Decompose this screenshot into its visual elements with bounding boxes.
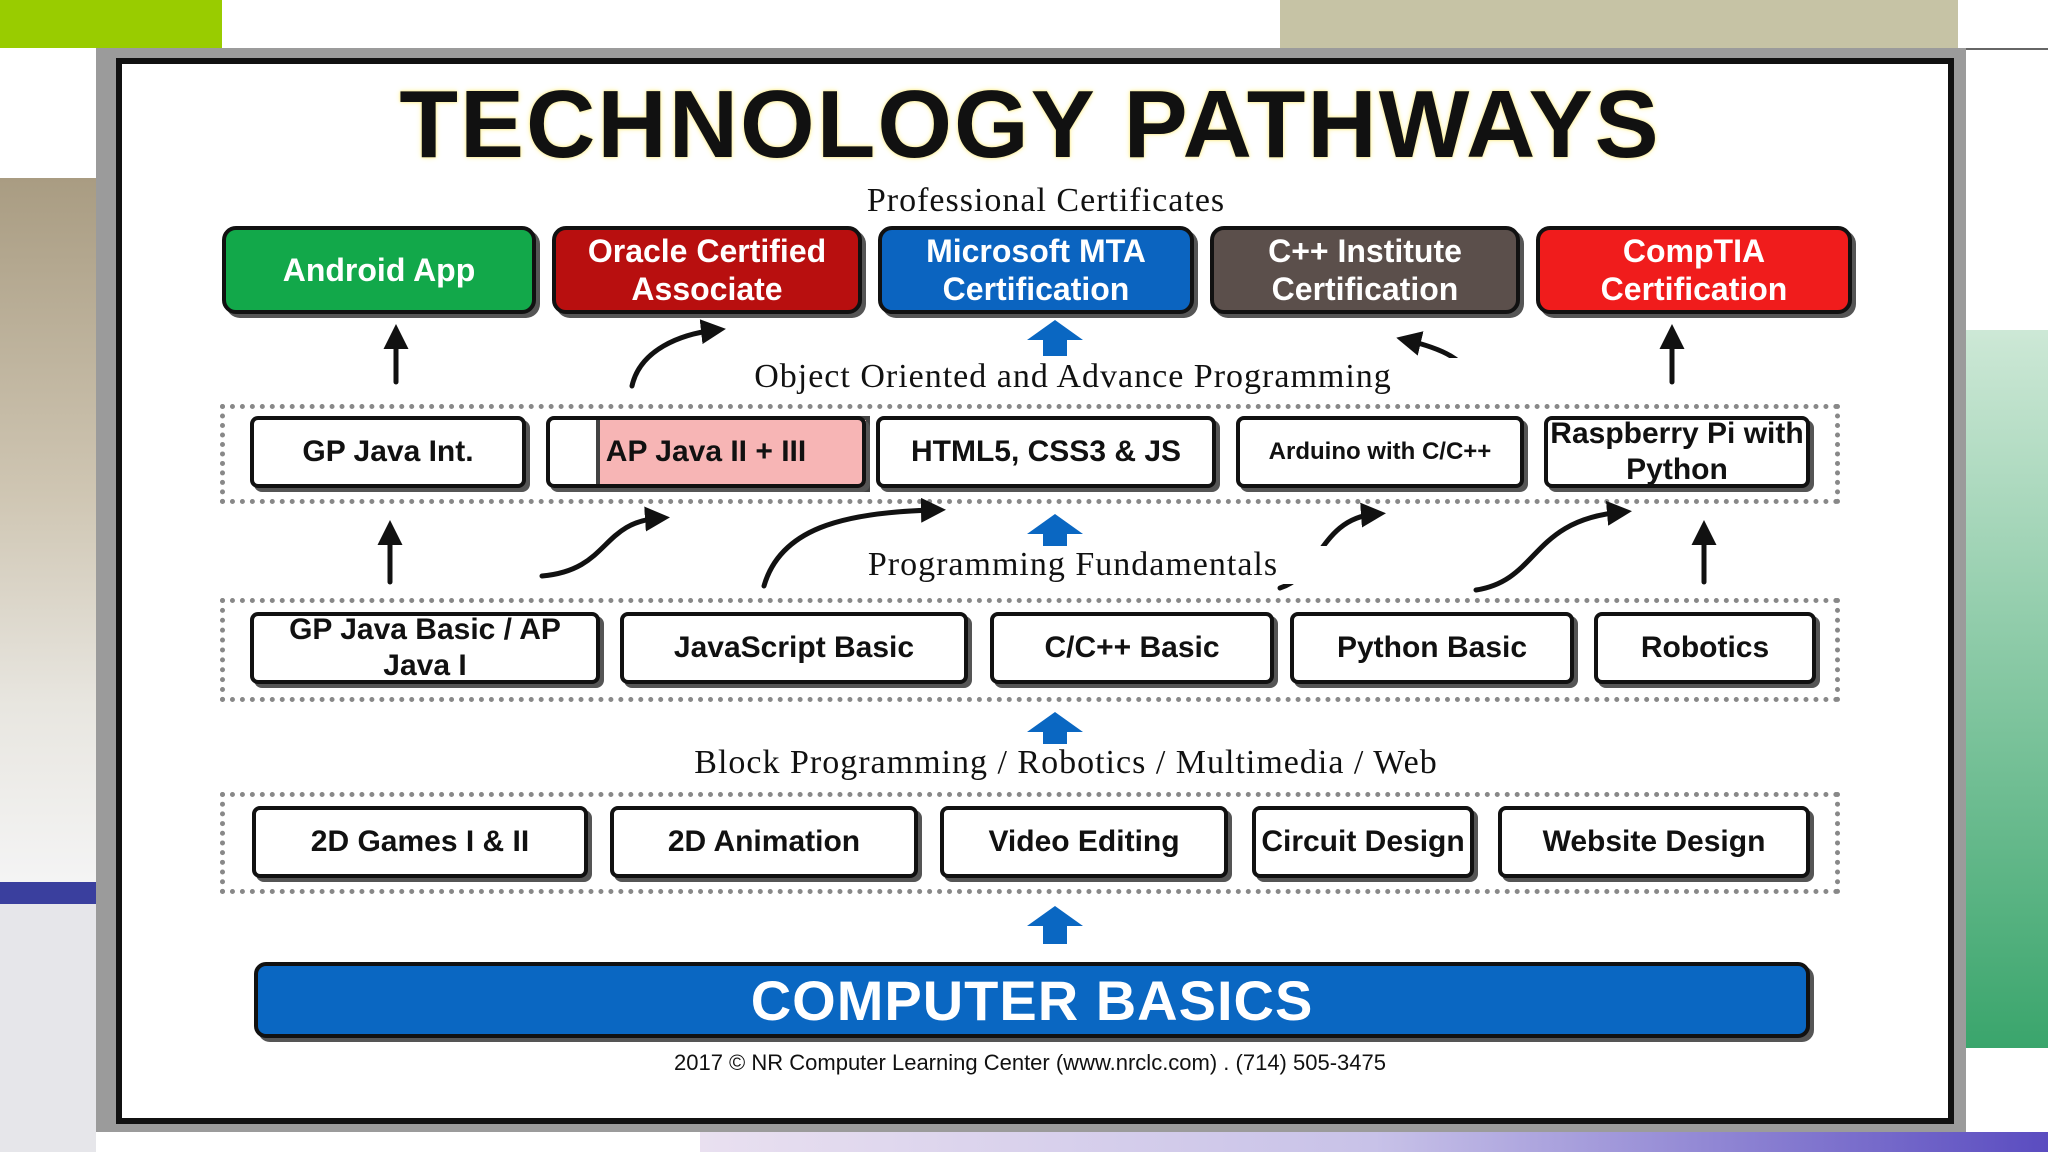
course-label: Robotics [1640, 631, 1770, 664]
cert-label: CompTIA Certification [1600, 233, 1788, 307]
course-label: C/C++ Basic [1044, 631, 1220, 664]
course-label: Circuit Design [1261, 825, 1465, 858]
footer-credit: 2017 © NR Computer Learning Center (www.… [674, 1050, 1386, 1075]
cert-label: Microsoft MTA Certification [926, 233, 1146, 307]
background-bottom-strip [700, 1132, 2048, 1152]
computer-basics-label: COMPUTER BASICS [750, 968, 1314, 1032]
course-2d-animation: 2D Animation [610, 806, 918, 878]
background-tan-block [1280, 0, 1958, 48]
curved-arrow-icon [761, 497, 946, 589]
course-label: Video Editing [988, 825, 1180, 858]
background-left-white [0, 48, 96, 178]
diagram-title: TECHNOLOGY PATHWAYS [399, 71, 1661, 178]
course-robotics: Robotics [1594, 612, 1816, 684]
background-right-panel [1966, 48, 2048, 332]
tier-label-oop: Object Oriented and Advance Programming [662, 358, 1484, 396]
course-arduino-cpp: Arduino with C/C++ [1236, 416, 1524, 488]
tier-label-fundamentals: Programming Fundamentals [812, 546, 1334, 584]
cert-label: Android App [282, 252, 476, 288]
course-html5-css3-js: HTML5, CSS3 & JS [876, 416, 1216, 488]
cert-cpp-institute: C++ Institute Certification [1210, 226, 1520, 314]
tier-label-certificates: Professional Certificates [820, 182, 1272, 220]
highlight-ap-java [596, 416, 870, 492]
cert-android-app: Android App [222, 226, 536, 314]
block-arrow-up-icon [1027, 712, 1083, 748]
course-video-editing: Video Editing [940, 806, 1228, 878]
background-right-top-block [1958, 0, 2048, 48]
course-label: HTML5, CSS3 & JS [910, 435, 1182, 468]
curved-arrow-icon [539, 506, 670, 579]
curved-arrow-icon [1473, 500, 1632, 593]
course-label: JavaScript Basic [673, 631, 915, 664]
background-white-block [222, 0, 1280, 49]
tier-advanced-group [220, 404, 1840, 504]
course-raspberry-pi-python: Raspberry Pi with Python [1544, 416, 1810, 488]
course-python-basic: Python Basic [1290, 612, 1574, 684]
course-label: GP Java Basic / AP Java I [289, 613, 561, 682]
course-javascript-basic: JavaScript Basic [620, 612, 968, 684]
course-label: 2D Animation [667, 825, 861, 858]
background-left-gradient [0, 178, 96, 882]
background-left-blue-bar [0, 882, 96, 904]
background-right-green [1966, 330, 2048, 1048]
cert-microsoft-mta: Microsoft MTA Certification [878, 226, 1194, 314]
block-arrow-up-icon [1027, 320, 1083, 356]
course-label: Arduino with C/C++ [1268, 438, 1492, 465]
course-label: Python Basic [1336, 631, 1528, 664]
course-label: Website Design [1542, 825, 1766, 858]
course-2d-games: 2D Games I & II [252, 806, 588, 878]
cert-label: Oracle Certified Associate [587, 233, 827, 307]
course-label: 2D Games I & II [310, 825, 530, 858]
background-green-block [0, 0, 222, 48]
course-c-cpp-basic: C/C++ Basic [990, 612, 1274, 684]
curved-arrow-icon [629, 319, 726, 389]
block-arrow-up-icon [1027, 906, 1083, 944]
background-left-bottom [0, 904, 96, 1152]
cert-comptia: CompTIA Certification [1536, 226, 1852, 314]
cert-label: C++ Institute Certification [1268, 233, 1462, 307]
course-circuit-design: Circuit Design [1252, 806, 1474, 878]
tier-block-group [220, 792, 1840, 894]
course-gp-java-int: GP Java Int. [250, 416, 526, 488]
course-gp-java-basic: GP Java Basic / AP Java I [250, 612, 600, 684]
course-label: Raspberry Pi with Python [1550, 417, 1804, 486]
cert-oracle: Oracle Certified Associate [552, 226, 862, 314]
course-ap-java-ii-iii: AP Java II + III [546, 416, 866, 488]
course-label: GP Java Int. [302, 435, 474, 468]
course-label: AP Java II + III [605, 435, 807, 468]
computer-basics-bar: COMPUTER BASICS [254, 962, 1810, 1038]
tier-label-block: Block Programming / Robotics / Multimedi… [590, 744, 1542, 782]
course-website-design: Website Design [1498, 806, 1810, 878]
tier-fundamentals-group [220, 598, 1840, 702]
block-arrow-up-icon [1027, 514, 1083, 550]
